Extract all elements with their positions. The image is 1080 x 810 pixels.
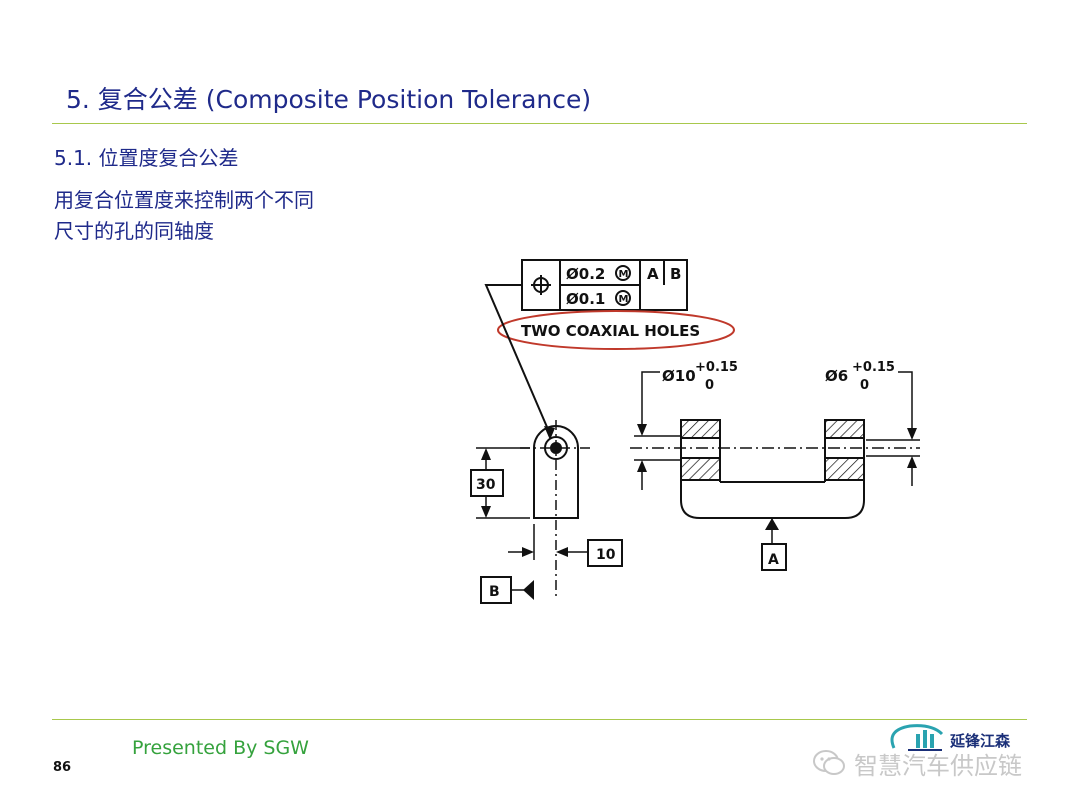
left-hole-diameter: Ø10 <box>662 367 696 385</box>
page-number: 86 <box>53 760 72 775</box>
fcf-row2-tolerance: Ø0.1 <box>566 290 605 308</box>
front-view-part <box>630 371 920 571</box>
left-hole-tol-upper: +0.15 <box>695 360 738 375</box>
dimension-offset: 10 <box>596 547 616 563</box>
right-hole-tol-upper: +0.15 <box>852 360 895 375</box>
footer-presenter: Presented By SGW <box>132 737 309 759</box>
svg-text:M: M <box>619 269 629 280</box>
right-hole-diameter: Ø6 <box>825 367 848 385</box>
coaxial-holes-note: TWO COAXIAL HOLES <box>521 322 700 340</box>
watermark-text: 智慧汽车供应链 <box>854 751 1022 780</box>
engineering-drawing: M M Ø0.2 Ø0.1 A B TWO COAXIAL HOLES <box>470 259 920 604</box>
watermark: 智慧汽车供应链 <box>812 745 1022 781</box>
datum-a-label: A <box>768 552 779 568</box>
title-divider <box>52 123 1027 124</box>
body-line-2: 尺寸的孔的同轴度 <box>54 219 214 243</box>
logo-text: 延锋江森 <box>950 732 1011 750</box>
right-hole-tol-lower: 0 <box>860 378 869 393</box>
slide-title: 5. 复合公差 (Composite Position Tolerance) <box>66 85 592 114</box>
fcf-datum-b: B <box>670 265 681 283</box>
left-hole-tol-lower: 0 <box>705 378 714 393</box>
section-subtitle: 5.1. 位置度复合公差 <box>54 146 239 170</box>
dimension-height: 30 <box>476 477 496 493</box>
body-line-1: 用复合位置度来控制两个不同 <box>54 188 314 212</box>
fcf-datum-a: A <box>647 265 659 283</box>
body-text: 用复合位置度来控制两个不同 尺寸的孔的同轴度 <box>54 185 384 247</box>
footer-divider <box>52 719 1027 720</box>
highlight-ellipse <box>497 310 735 350</box>
chat-bubble-icon <box>813 750 845 775</box>
datum-b-label: B <box>489 584 500 600</box>
fcf-row1-tolerance: Ø0.2 <box>566 265 605 283</box>
company-logo-icon <box>890 724 944 751</box>
position-symbol-icon <box>531 275 551 295</box>
side-view-part <box>470 420 623 604</box>
svg-text:M: M <box>619 294 629 305</box>
mmc-symbol-icon: M M <box>615 265 631 306</box>
